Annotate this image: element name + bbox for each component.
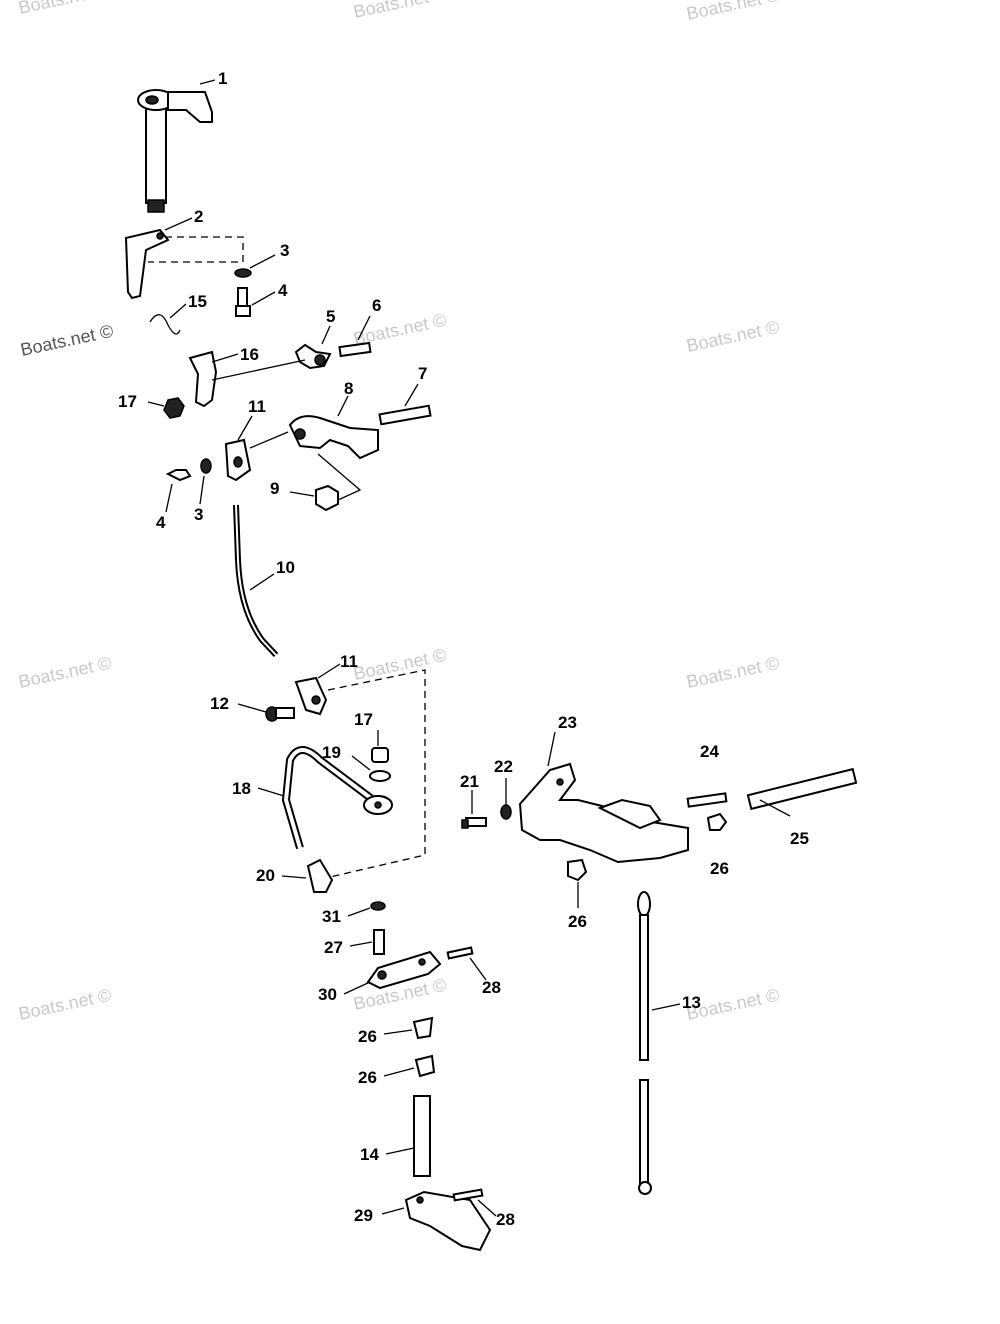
callout-labels: 1 2 3 4 15 5 6 16 7 17 11 8 9 4 3 10 11 …	[118, 69, 809, 1229]
callout-8: 8	[344, 379, 353, 398]
callout-20: 20	[256, 866, 275, 885]
watermark: Boats.net ©	[685, 0, 781, 24]
part-4-screw	[235, 287, 251, 317]
part-19-washer	[369, 770, 391, 782]
callout-15: 15	[188, 292, 207, 311]
dashed-line	[148, 236, 244, 263]
callout-22: 22	[494, 757, 513, 776]
dashed-line	[211, 359, 306, 381]
part-14-shaft	[413, 1095, 431, 1177]
part-26-bushing	[567, 858, 588, 882]
callout-25: 25	[790, 829, 809, 848]
callout-31: 31	[322, 907, 341, 926]
watermark: Boats.net ©	[17, 653, 113, 692]
leader-lines	[147, 79, 791, 1217]
part-15-clip	[149, 314, 181, 335]
part-3-washer	[200, 458, 212, 474]
callout-29: 29	[354, 1206, 373, 1225]
part-8-arm	[288, 415, 379, 460]
part-24-pin	[686, 792, 728, 808]
callout-26: 26	[568, 912, 587, 931]
callout-11: 11	[248, 397, 266, 416]
part-29-lever	[404, 1190, 492, 1252]
callout-16: 16	[240, 345, 259, 364]
part-1-shift-shaft	[137, 89, 213, 213]
callout-9: 9	[270, 479, 279, 498]
part-26-bushing	[706, 812, 728, 831]
part-30-arm	[366, 950, 442, 990]
part-27-stud	[373, 929, 385, 955]
part-17-bushing	[371, 747, 389, 763]
callout-4: 4	[156, 513, 166, 532]
watermark: Boats.net ©	[17, 985, 113, 1024]
part-2-bracket	[124, 228, 170, 300]
part-11-link-end-lower	[294, 676, 328, 716]
callout-4: 4	[278, 281, 288, 300]
callout-23: 23	[558, 713, 577, 732]
part-20-grommet	[306, 858, 334, 893]
part-26-bushing	[414, 1054, 436, 1078]
part-4-screw	[165, 469, 192, 482]
part-12-screw	[265, 706, 295, 722]
callout-13: 13	[682, 993, 701, 1012]
part-11-link-end-top	[224, 438, 252, 482]
dashed-line	[317, 453, 362, 501]
callout-19: 19	[322, 743, 341, 762]
watermark: Boats.net ©	[17, 0, 113, 18]
callout-3: 3	[194, 505, 203, 524]
callout-11: 11	[340, 652, 358, 671]
part-5-spring	[294, 343, 332, 370]
part-22-washer	[500, 804, 512, 820]
callout-28: 28	[482, 978, 501, 997]
callout-17: 17	[118, 392, 137, 411]
part-28-pin	[446, 946, 474, 960]
watermark: Boats.net ©	[352, 0, 448, 22]
dashed-line	[327, 669, 426, 878]
callout-14: 14	[360, 1145, 379, 1164]
callout-3: 3	[280, 241, 289, 260]
callout-26: 26	[358, 1027, 377, 1046]
part-25-rod	[746, 767, 858, 811]
callout-2: 2	[194, 207, 203, 226]
part-6-stud	[338, 341, 372, 358]
callout-17: 17	[354, 710, 373, 729]
part-28-pin	[452, 1188, 484, 1202]
watermarks: Boats.net © Boats.net © Boats.net © Boat…	[17, 0, 781, 1024]
callout-28: 28	[496, 1210, 515, 1229]
watermark: Boats.net ©	[352, 645, 448, 684]
callout-21: 21	[460, 772, 479, 791]
part-9-nut	[315, 484, 339, 512]
callout-27: 27	[324, 938, 343, 957]
callout-30: 30	[318, 985, 337, 1004]
callout-26: 26	[358, 1068, 377, 1087]
callout-7: 7	[418, 364, 427, 383]
callout-10: 10	[276, 558, 295, 577]
part-17-nut	[163, 397, 185, 419]
callout-24: 24	[700, 742, 719, 761]
watermark: Boats.net ©	[19, 321, 115, 360]
part-10-link-rod	[235, 504, 277, 656]
callout-1: 1	[218, 69, 227, 88]
dashed-line	[249, 431, 289, 449]
watermark: Boats.net ©	[685, 653, 781, 692]
callout-12: 12	[210, 694, 229, 713]
part-13-link	[637, 891, 652, 1195]
callout-5: 5	[326, 307, 335, 326]
part-3-washer	[234, 268, 252, 278]
watermark: Boats.net ©	[685, 317, 781, 356]
part-21-screw	[461, 817, 487, 829]
callout-26: 26	[710, 859, 729, 878]
part-23-lever-assembly	[518, 762, 689, 864]
part-26-bushing	[412, 1016, 434, 1040]
part-18-rod	[281, 746, 393, 850]
callout-6: 6	[372, 296, 381, 315]
callout-18: 18	[232, 779, 251, 798]
part-31-washer	[370, 901, 386, 911]
part-7-stud	[378, 404, 432, 426]
part-16-lever	[188, 350, 218, 408]
